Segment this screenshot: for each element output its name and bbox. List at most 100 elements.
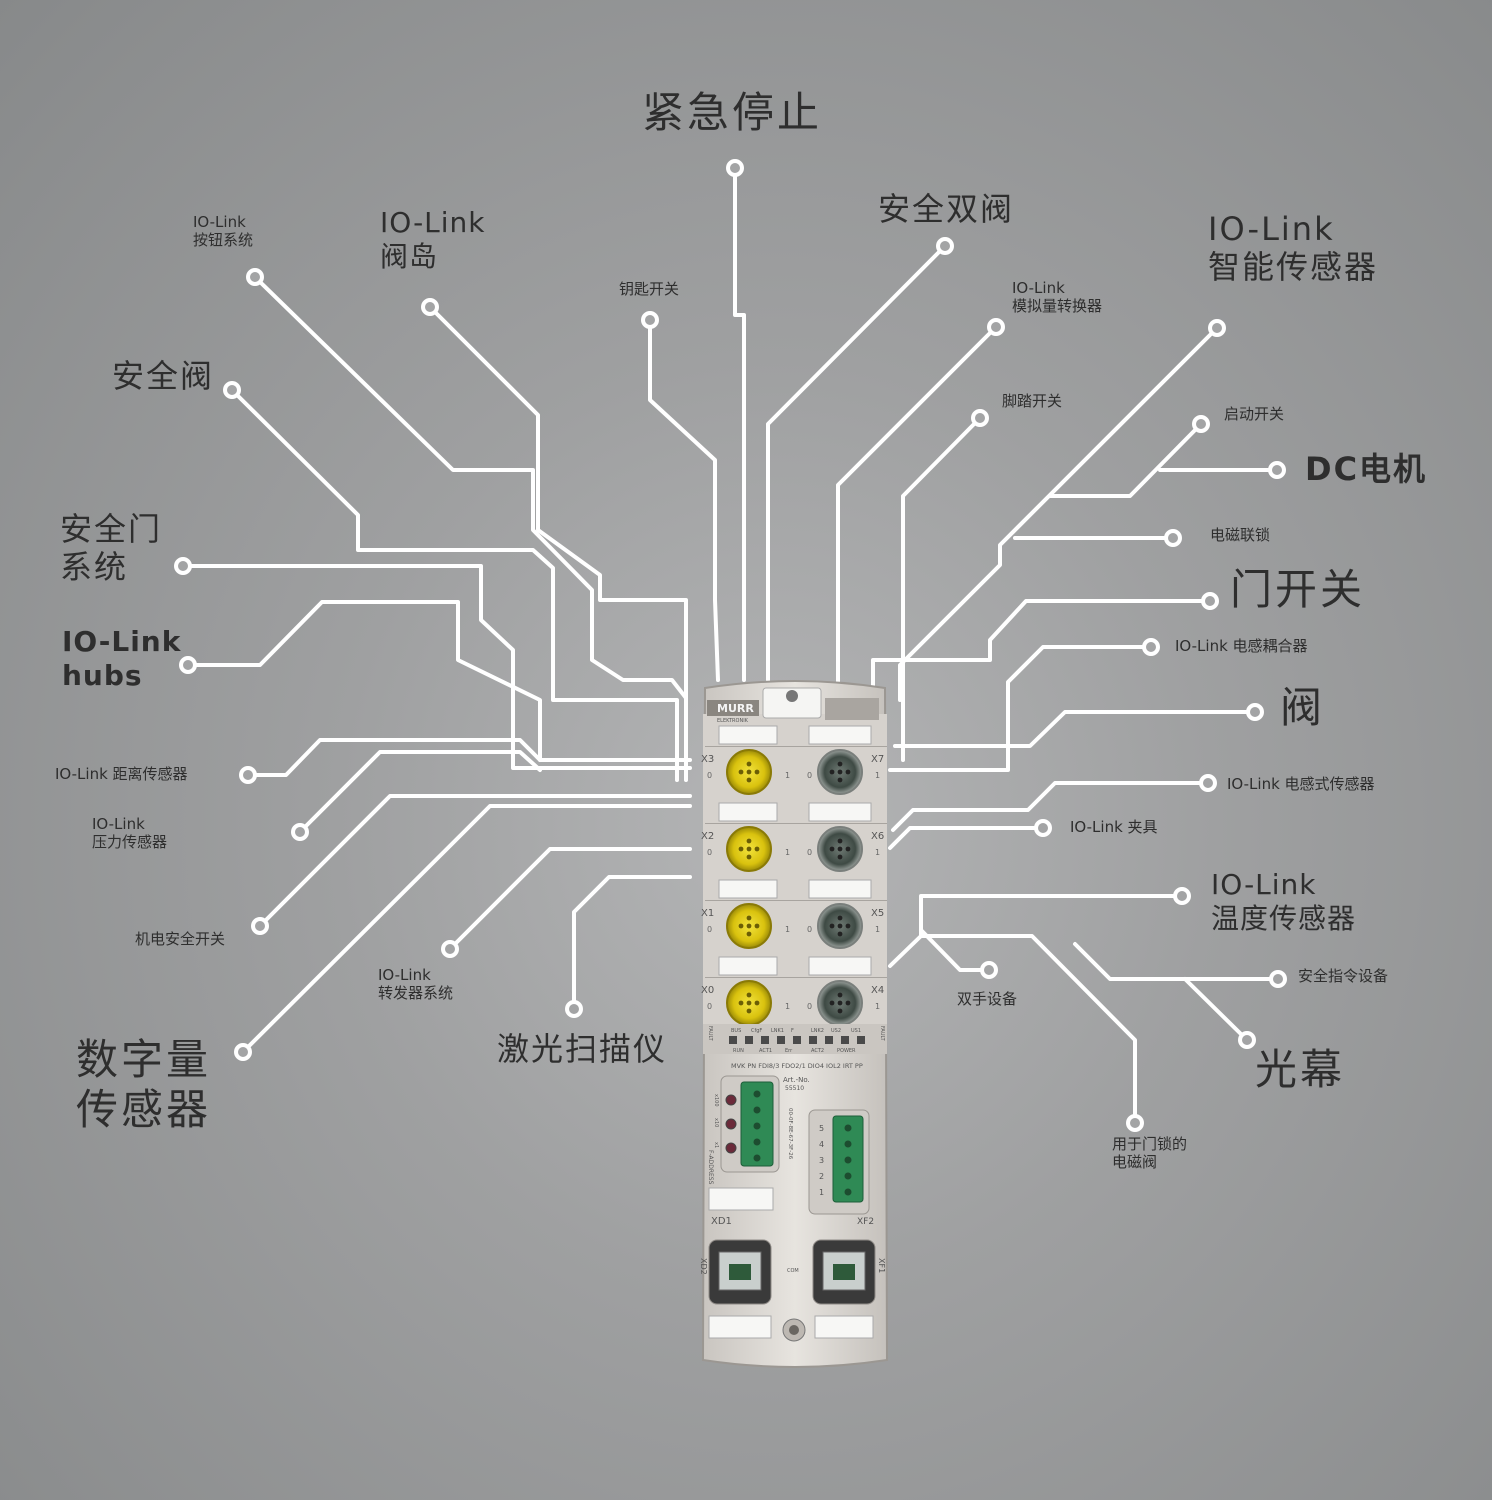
node-digital-sensor: [234, 1043, 252, 1061]
node-emergency-stop: [726, 159, 744, 177]
rotary-label: x100: [713, 1094, 719, 1107]
node-dc-motor: [1268, 461, 1286, 479]
node-safety-valve: [223, 381, 241, 399]
node-valve: [1246, 703, 1264, 721]
xf1-label: XF1: [877, 1258, 886, 1273]
terminal-pin: [844, 1172, 852, 1180]
terminal-pin: [844, 1156, 852, 1164]
status-led: [729, 1036, 737, 1044]
wire-safety-command-device: [1073, 942, 1280, 981]
wire-door-switch: [871, 599, 1212, 702]
terminal-pin: [753, 1106, 761, 1114]
label-line: 转发器系统: [378, 984, 454, 1002]
label-line: 激光扫描仪: [497, 1030, 668, 1068]
port-pin: [754, 769, 760, 775]
label-line: IO-Link 夹具: [1070, 818, 1158, 836]
label-io-link-coupler: IO-Link 电感耦合器: [1175, 637, 1308, 655]
xf2-pin-label: 1: [819, 1188, 824, 1197]
label-line: IO-Link: [92, 815, 145, 833]
led-label: US2: [831, 1028, 841, 1034]
wire-two-hand-device: [919, 928, 991, 972]
led-label: RUN: [733, 1048, 744, 1054]
rotary-label: x10: [713, 1118, 719, 1127]
label-line: 脚踏开关: [1002, 392, 1063, 410]
label-valve: 阀: [1280, 683, 1325, 733]
model-label: MVK PN FDI8/3 FDO2/1 DIO4 IOL2 IRT PP: [731, 1062, 863, 1070]
label-line: 系统: [60, 548, 129, 587]
wire-io-link-temperature-sensor: [888, 894, 1184, 968]
node-io-link-inductive-sensor: [1199, 774, 1217, 792]
label-key-switch: 钥匙开关: [619, 280, 679, 298]
port-pin: [754, 846, 760, 852]
wire-door-lock-solenoid-valve: [919, 934, 1137, 1125]
status-led: [809, 1036, 817, 1044]
label-light-curtain: 光幕: [1255, 1045, 1345, 1095]
node-safety-door-system: [174, 557, 192, 575]
label-line: DC电机: [1305, 450, 1428, 488]
port-pin: [746, 1008, 752, 1014]
status-led: [841, 1036, 849, 1044]
port-pin: [837, 846, 843, 852]
label-io-link-gripper: IO-Link 夹具: [1070, 818, 1158, 836]
com-label: COM: [787, 1268, 799, 1274]
port-pin: [746, 923, 752, 929]
terminal-pin: [753, 1122, 761, 1130]
port-pin: [837, 761, 843, 767]
label-line: IO-Link: [62, 625, 182, 658]
wire-key-switch: [648, 318, 720, 682]
port-pin: [837, 838, 843, 844]
wire-emergency-stop: [733, 166, 746, 682]
port-pin: [738, 769, 744, 775]
wire-io-link-inductive-sensor: [891, 781, 1210, 832]
node-door-lock-solenoid-valve: [1126, 1114, 1144, 1132]
wire-foot-switch: [901, 416, 982, 762]
node-key-switch: [641, 311, 659, 329]
label-emergency-stop: 紧急停止: [642, 88, 822, 138]
port-row: [705, 725, 887, 747]
label-dc-motor: DC电机: [1305, 450, 1427, 488]
status-led: [745, 1036, 753, 1044]
label-safety-door-system: 安全门系统: [60, 510, 162, 587]
fault-label: FAULT: [879, 1026, 885, 1042]
node-io-link-hubs: [179, 656, 197, 674]
label-start-switch: 启动开关: [1224, 405, 1284, 423]
node-door-switch: [1201, 592, 1219, 610]
pin-label: 0: [707, 1002, 712, 1011]
label-line: IO-Link: [380, 206, 486, 239]
status-led: [777, 1036, 785, 1044]
node-light-curtain: [1238, 1031, 1256, 1049]
port-label-left: X2: [701, 831, 714, 842]
led-label: Err: [785, 1048, 793, 1054]
wire-io-link-valve-island: [428, 305, 688, 782]
wire-laser-scanner: [572, 875, 692, 1011]
label-line: 温度传感器: [1211, 901, 1357, 935]
port-pin: [837, 992, 843, 998]
port-label-right: X4: [871, 985, 884, 996]
led-label: US1: [851, 1028, 861, 1034]
port-pin: [746, 915, 752, 921]
node-electromech-safety-switch: [251, 917, 269, 935]
pin-label: 0: [807, 925, 812, 934]
wire-io-link-smart-sensor: [898, 326, 1219, 702]
terminal-pin: [753, 1154, 761, 1162]
label-electromech-safety-switch: 机电安全开关: [135, 930, 225, 948]
label-line: 按钮系统: [193, 231, 254, 249]
port-label-right: X6: [871, 831, 884, 842]
terminal-pin: [753, 1090, 761, 1098]
wire-safety-double-valve: [766, 244, 947, 682]
node-two-hand-device: [980, 961, 998, 979]
xd1-label: XD1: [711, 1216, 732, 1227]
label-line: 压力传感器: [92, 833, 168, 851]
art-no-value: 55510: [785, 1085, 804, 1092]
port-label-right: X7: [871, 754, 884, 765]
port-pin: [738, 1000, 744, 1006]
port-pin: [746, 1000, 752, 1006]
label-line: IO-Link 距离传感器: [55, 765, 188, 783]
pin-label: 1: [785, 925, 790, 934]
port-pin: [837, 854, 843, 860]
wire-electromech-safety-switch: [258, 794, 692, 928]
